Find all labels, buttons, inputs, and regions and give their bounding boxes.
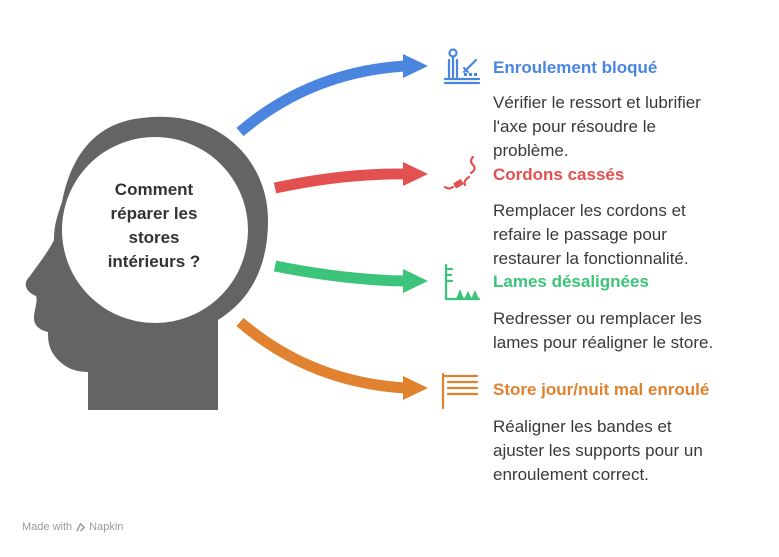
desc-line: Vérifier le ressort et lubrifier (493, 93, 701, 112)
item-title-lames: Lames désalignées (493, 272, 649, 291)
desc-line: Remplacer les cordons et (493, 201, 686, 220)
desc-line: enroulement correct. (493, 465, 649, 484)
center-line: intérieurs ? (107, 252, 201, 271)
item-title-store-jour-nuit: Store jour/nuit mal enroulé (493, 380, 710, 399)
broken-cord-icon (443, 155, 476, 190)
desc-line: lames pour réaligner le store. (493, 333, 714, 352)
item-desc-enroulement: Vérifier le ressort et lubrifier l'axe p… (493, 91, 763, 163)
desc-line: Réaligner les bandes et (493, 417, 672, 436)
napkin-logo-icon (76, 522, 86, 532)
arrow-1 (236, 60, 406, 137)
footer-credit: Made with Napkin (22, 521, 123, 533)
arrow-4 (236, 317, 406, 394)
arrow-3 (273, 260, 406, 287)
roller-mechanism-icon (443, 48, 481, 85)
item-desc-store-jour-nuit: Réaligner les bandes et ajuster les supp… (493, 415, 763, 487)
center-line: réparer les (110, 204, 198, 223)
center-question: Comment réparer les stores intérieurs ? (92, 178, 216, 274)
desc-line: problème. (493, 141, 569, 160)
desc-line: restaurer la fonctionnalité. (493, 249, 689, 268)
item-title-cordons: Cordons cassés (493, 165, 625, 184)
misaligned-slats-icon (444, 263, 481, 301)
item-desc-lames: Redresser ou remplacer les lames pour ré… (493, 307, 763, 355)
desc-line: refaire le passage pour (493, 225, 667, 244)
footer-made-with: Made with (22, 521, 73, 533)
footer-brand: Napkin (89, 521, 124, 533)
arrow-3-head (403, 269, 428, 293)
arrow-2-head (403, 162, 428, 186)
desc-line: l'axe pour résoudre le (493, 117, 656, 136)
item-desc-cordons: Remplacer les cordons et refaire le pass… (493, 199, 763, 271)
head-circle (62, 137, 248, 323)
item-title-enroulement: Enroulement bloqué (493, 58, 658, 77)
desc-line: Redresser ou remplacer les (493, 309, 702, 328)
arrow-2 (273, 168, 406, 194)
center-line: Comment (114, 180, 194, 199)
arrow-4-head (403, 376, 428, 400)
arrow-1-head (403, 54, 428, 78)
day-night-blind-icon (441, 372, 479, 410)
desc-line: ajuster les supports pour un (493, 441, 703, 460)
center-line: stores (128, 228, 180, 247)
